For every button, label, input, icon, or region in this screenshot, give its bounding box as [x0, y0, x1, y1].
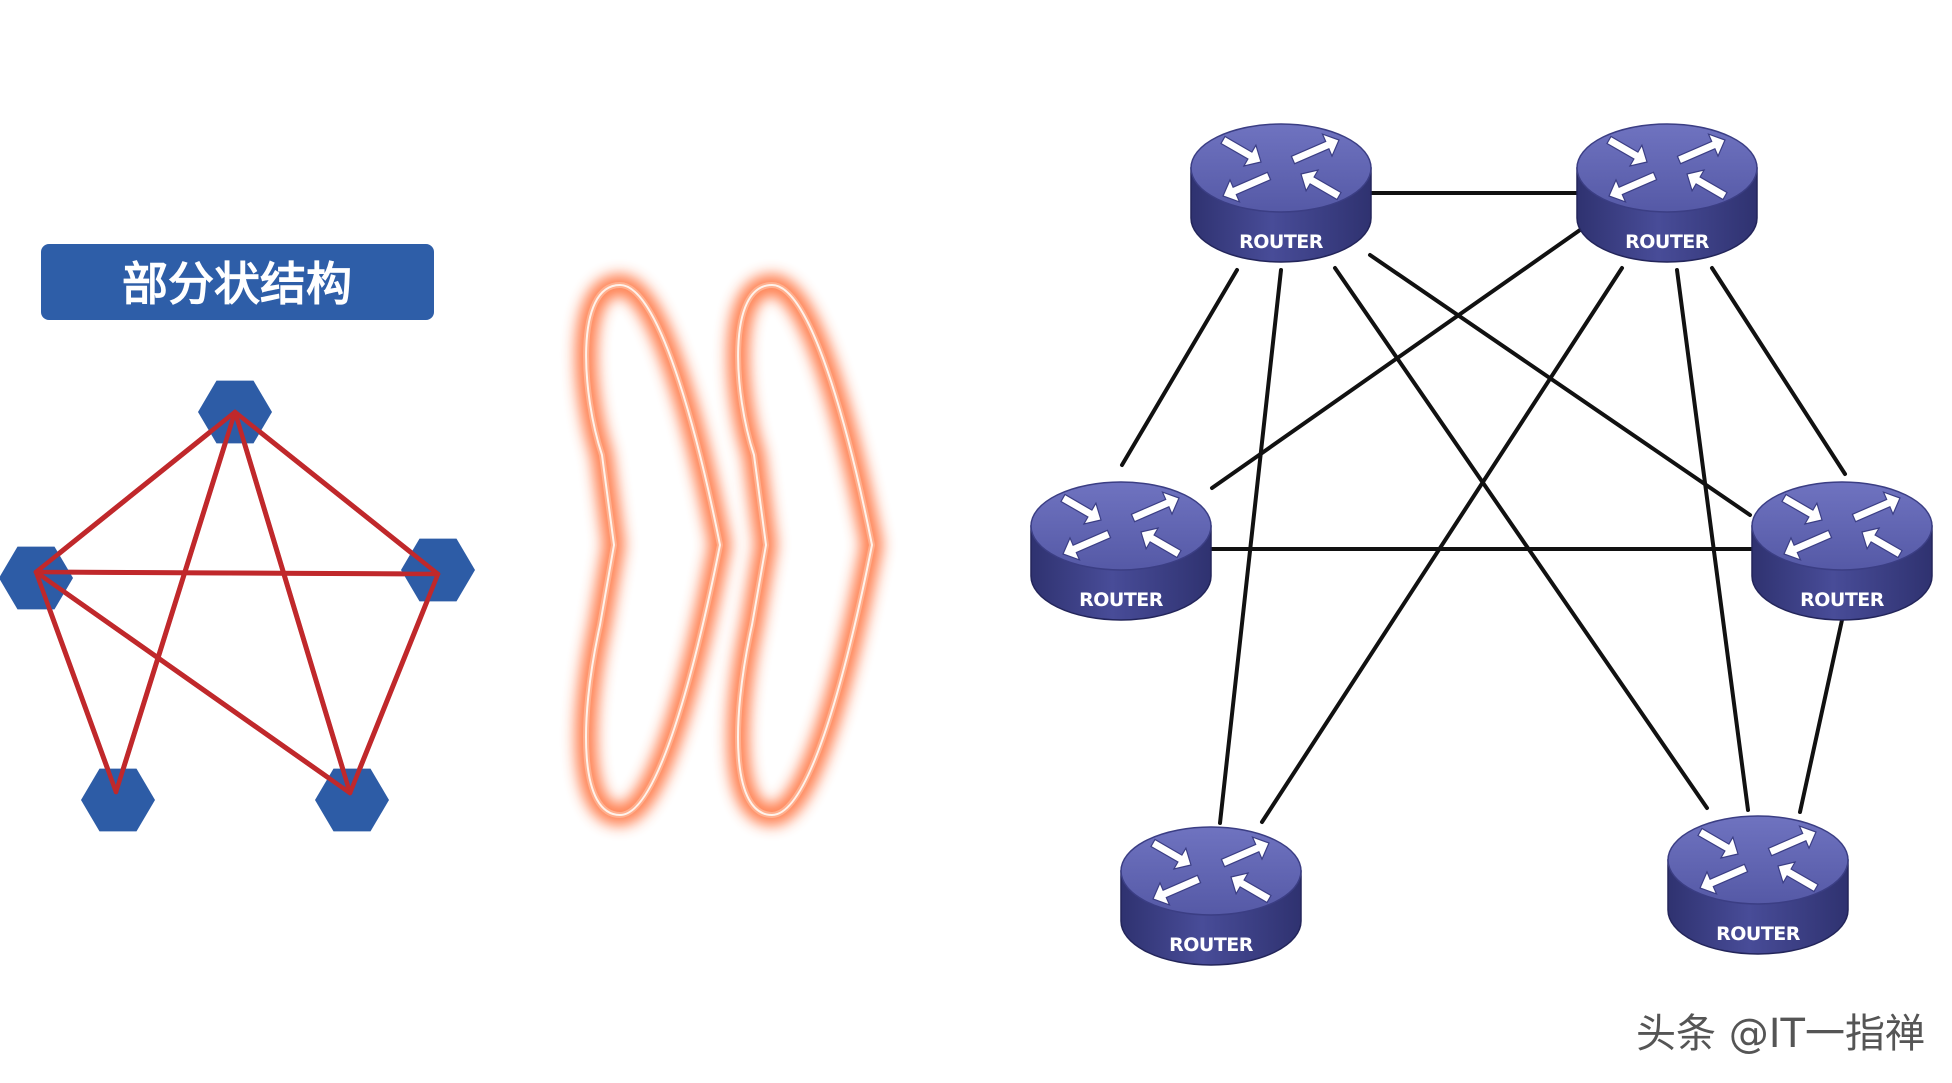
router-label: ROUTER	[1239, 231, 1324, 253]
router-r5: ROUTER	[1120, 826, 1302, 966]
router-top	[1120, 826, 1302, 916]
router-link-r2-r5	[1260, 266, 1624, 824]
router-top	[1751, 481, 1933, 571]
left-graph-edges-overlay	[33, 409, 441, 796]
router-link-r2-r4	[1710, 266, 1847, 476]
router-arrows-icon	[1060, 491, 1182, 561]
router-top	[1030, 481, 1212, 571]
hexagon-node-n3	[401, 538, 475, 602]
router-link-r1-r6	[1333, 266, 1709, 810]
router-link-r2-r3	[1210, 228, 1582, 490]
router-arrows-icon	[1150, 836, 1272, 906]
router-r6: ROUTER	[1667, 815, 1849, 955]
router-link-r2-r6	[1675, 268, 1750, 812]
router-r1: ROUTER	[1190, 123, 1372, 263]
router-top	[1190, 123, 1372, 213]
mesh-edge-overlay-n1-n5	[232, 409, 353, 796]
router-r2: ROUTER	[1576, 123, 1758, 263]
mesh-edge-overlay-n2-n4	[33, 569, 119, 795]
router-top	[1576, 123, 1758, 213]
chevron-highlight-2	[737, 284, 873, 816]
router-label: ROUTER	[1625, 231, 1710, 253]
title-background	[41, 244, 434, 320]
router-label: ROUTER	[1800, 589, 1885, 611]
router-link-r4-r6	[1798, 618, 1844, 814]
mesh-edge-overlay-n3-n5	[347, 571, 441, 796]
router-arrows-icon	[1220, 133, 1342, 203]
router-r3: ROUTER	[1030, 481, 1212, 621]
page-title: 部分状结构	[122, 257, 352, 311]
router-top	[1667, 815, 1849, 905]
hexagon-node-n4	[81, 768, 155, 832]
mesh-edge-overlay-n1-n4	[113, 409, 238, 795]
router-arrows-icon	[1697, 825, 1819, 895]
mesh-edge-overlay-n1-n3	[232, 409, 441, 577]
router-link-r1-r3	[1120, 268, 1239, 467]
mesh-edge-overlay-n1-n2	[33, 409, 238, 575]
router-arrows-icon	[1606, 133, 1728, 203]
router-label: ROUTER	[1079, 589, 1164, 611]
chevron-highlight-1	[585, 284, 721, 816]
routers: ROUTER ROUTER ROUTER ROUTER ROUTER ROUTER	[1030, 123, 1933, 966]
left-mesh-graph	[0, 380, 475, 832]
router-r4: ROUTER	[1751, 481, 1933, 621]
router-links	[1120, 191, 1847, 825]
router-mesh-graph: ROUTER ROUTER ROUTER ROUTER ROUTER ROUTER	[1030, 123, 1933, 966]
router-link-r1-r4	[1368, 253, 1752, 517]
mesh-edge-overlay-n2-n5	[33, 569, 353, 796]
double-chevron-arrow-icon	[575, 274, 883, 826]
watermark: 头条 @IT一指禅	[1636, 1011, 1925, 1057]
left-graph-nodes	[0, 380, 475, 832]
hexagon-node-n5	[315, 768, 389, 832]
chevron-glow-1	[575, 274, 731, 826]
router-link-r1-r5	[1218, 268, 1283, 825]
mesh-edge-overlay-n2-n3	[33, 569, 441, 577]
router-label: ROUTER	[1169, 934, 1254, 956]
chevron-glow-2	[727, 274, 883, 826]
title-banner: 部分状结构	[41, 244, 434, 320]
router-arrows-icon	[1781, 491, 1903, 561]
router-label: ROUTER	[1716, 923, 1801, 945]
